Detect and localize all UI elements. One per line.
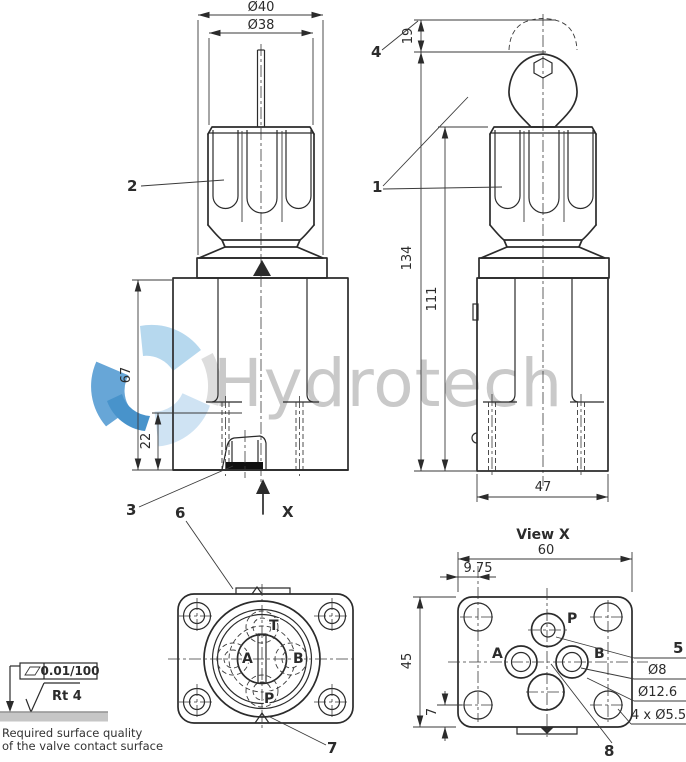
dim-134: 134 xyxy=(400,246,415,271)
surface-note-line1: Required surface quality xyxy=(2,726,143,740)
dim-45: 45 xyxy=(400,653,415,670)
dim-60: 60 xyxy=(538,543,555,558)
dim-dia38: Ø38 xyxy=(248,18,275,33)
dim-9-75: 9.75 xyxy=(464,561,493,576)
view-x-ports xyxy=(448,588,648,737)
callout-6: 6 xyxy=(175,504,185,522)
flatness-symbol-icon xyxy=(24,666,41,676)
surface-quality-note: 0.01/100 Rt 4 Required surface quality o… xyxy=(0,662,163,753)
lever-rotated-position xyxy=(508,18,578,51)
surface-note-line2: of the valve contact surface xyxy=(2,739,163,753)
callout-1: 1 xyxy=(372,178,382,196)
view-x-port-p: P xyxy=(567,611,577,627)
bottom-view: T A B P 7 xyxy=(168,584,356,757)
note-dia8: Ø8 xyxy=(648,663,667,678)
dim-7: 7 xyxy=(425,708,440,716)
watermark-text: Hydrotech xyxy=(213,345,563,422)
section-label-x: X xyxy=(282,503,294,521)
callout-2: 2 xyxy=(127,177,137,195)
view-x: View X P A B xyxy=(400,527,686,760)
roughness-symbol-icon xyxy=(25,682,80,713)
port-label-t: T xyxy=(269,618,279,634)
note-4x-dia5-5: 4 x Ø5.5 xyxy=(631,708,686,723)
callout-4: 4 xyxy=(371,43,381,61)
contact-surface-band xyxy=(0,712,108,722)
lever-handle xyxy=(508,53,578,128)
mounting-holes xyxy=(179,598,350,720)
callout-5: 5 xyxy=(673,639,683,657)
section-arrow-x: X xyxy=(256,479,294,521)
front-view: Ø40 Ø38 67 22 X 2 3 6 xyxy=(119,0,349,590)
dim-47: 47 xyxy=(535,480,552,495)
callout-3: 3 xyxy=(126,501,136,519)
view-x-mounting-holes xyxy=(460,566,626,722)
view-x-port-a: A xyxy=(492,646,503,662)
side-clip-detail xyxy=(472,303,479,321)
note-dia12-6: Ø12.6 xyxy=(638,685,677,700)
port-label-a: A xyxy=(242,651,253,667)
seal-plug-detail xyxy=(221,430,267,478)
rotation-direction-arrow xyxy=(253,260,271,276)
callout-8: 8 xyxy=(604,742,614,760)
side-view: 19 134 111 47 4 1 xyxy=(371,14,610,502)
dim-67: 67 xyxy=(119,367,134,384)
view-x-title: View X xyxy=(516,527,570,543)
flatness-tolerance: 0.01/100 xyxy=(40,664,99,678)
callout-7: 7 xyxy=(327,739,337,757)
valve-seat-seal xyxy=(226,462,263,469)
port-label-p: P xyxy=(264,691,274,707)
hex-nut xyxy=(533,57,553,79)
dim-22: 22 xyxy=(139,433,154,450)
roughness-value: Rt 4 xyxy=(52,689,82,704)
dim-dia40: Ø40 xyxy=(248,0,275,15)
port-label-b: B xyxy=(293,651,304,667)
dim-19: 19 xyxy=(401,28,416,45)
dim-111: 111 xyxy=(425,287,440,312)
